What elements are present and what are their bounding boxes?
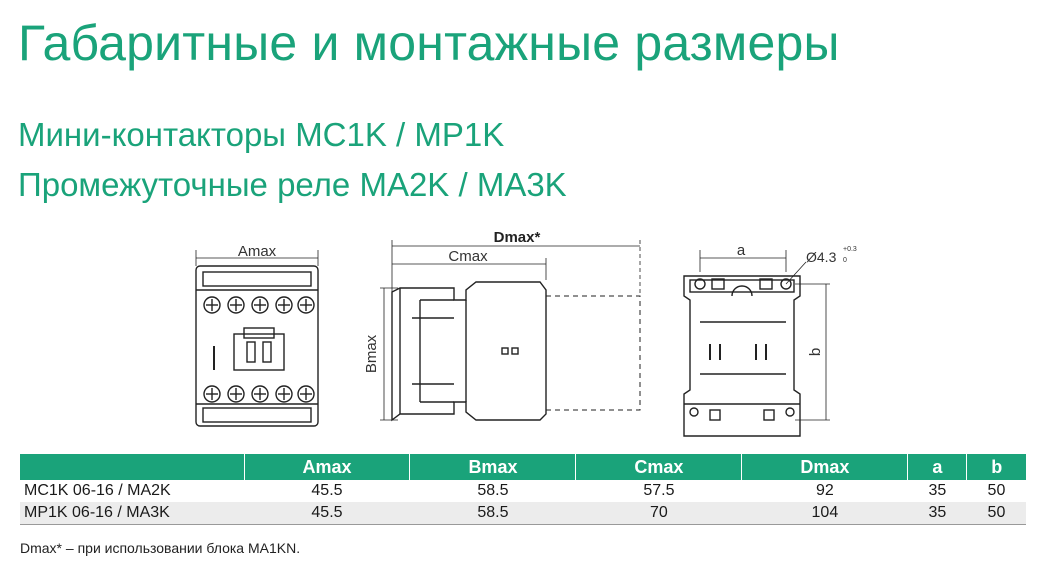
dmax-label: Dmax* — [494, 229, 541, 246]
cell-bmax: 58.5 — [477, 482, 509, 499]
table-header-row: Amax Bmax Cmax Dmax a b — [20, 454, 1026, 480]
cell-b: 50 — [966, 502, 1026, 525]
cell-dmax: 104 — [741, 502, 908, 525]
subtitle-relays: Промежуточные реле MA2K / MA3K — [18, 166, 567, 203]
cell-dmax: 92 — [815, 482, 834, 499]
footnote: Dmax* – при использовании блока MA1KN. — [20, 540, 301, 556]
cell-amax: 45.5 — [311, 482, 343, 499]
cell-a: 35 — [928, 482, 947, 499]
bmax-label: Bmax — [363, 334, 380, 373]
cell-bmax: 58.5 — [409, 502, 576, 525]
table-row: MP1K 06-16 / MA3K 45.5 58.5 70 104 35 50 — [20, 502, 1026, 525]
cell-a: 35 — [907, 502, 967, 525]
amax-label: Amax — [238, 243, 277, 260]
cmax-label: Cmax — [448, 248, 488, 265]
subtitle-contactors: Мини-контакторы MC1K / MP1K — [18, 116, 505, 153]
header-cmax: Cmax — [575, 454, 742, 480]
hole-tolerance-upper: +0.3 — [843, 246, 857, 253]
table-row: MC1K 06-16 / MA2K 45.5 58.5 57.5 92 35 5… — [20, 480, 1026, 502]
cell-model: MP1K 06-16 / MA3K — [20, 502, 244, 525]
top-terminal-screws — [203, 296, 315, 314]
mounting-view — [683, 250, 830, 437]
header-model — [20, 454, 244, 480]
side-view — [380, 240, 641, 422]
hole-tolerance-lower: 0 — [843, 257, 847, 264]
cell-cmax: 70 — [575, 502, 742, 525]
a-label: a — [737, 242, 746, 259]
front-view — [195, 250, 319, 427]
header-bmax: Bmax — [409, 454, 576, 480]
header-amax: Amax — [243, 454, 410, 480]
page-title: Габаритные и монтажные размеры — [18, 15, 840, 71]
cell-b: 50 — [987, 482, 1006, 499]
hole-diameter-label: Ø4.3 — [806, 249, 837, 265]
header-a: a — [907, 454, 967, 480]
cell-amax: 45.5 — [244, 502, 410, 525]
cell-cmax: 57.5 — [643, 482, 675, 499]
dimensions-table: Amax Bmax Cmax Dmax a b MC1K 06-16 / MA2… — [20, 454, 1026, 525]
header-b: b — [966, 454, 1026, 480]
bottom-terminal-screws — [203, 385, 315, 403]
dimension-drawing: Amax Dmax* Cmax Bmax — [195, 229, 857, 437]
cell-model: MC1K 06-16 / MA2K — [24, 482, 171, 499]
b-label: b — [807, 348, 824, 356]
header-dmax: Dmax — [741, 454, 908, 480]
